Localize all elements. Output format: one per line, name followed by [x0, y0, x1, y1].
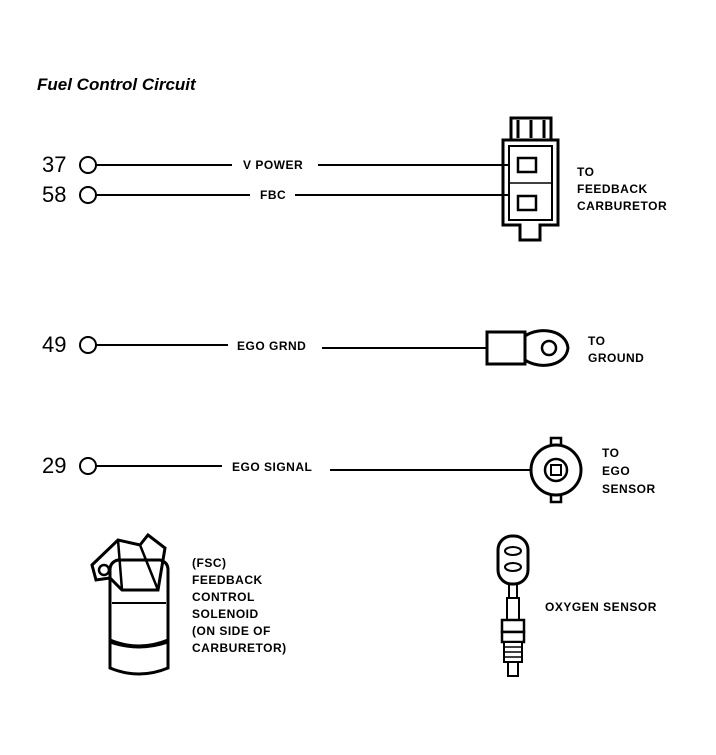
- target-ground-line-1: TO: [588, 334, 605, 348]
- target-feedback-line-3: CARBURETOR: [577, 199, 667, 213]
- pin-number-37: 37: [42, 152, 66, 177]
- solenoid-label-line-3: CONTROL: [192, 590, 255, 604]
- wire-label-fbc: FBC: [260, 188, 286, 202]
- pin-number-58: 58: [42, 182, 66, 207]
- feedback-control-solenoid-icon: [90, 532, 170, 676]
- target-feedback-line-2: FEEDBACK: [577, 182, 648, 196]
- target-ego-line-1: TO: [602, 446, 619, 460]
- solenoid-label-line-5: (ON SIDE OF: [192, 624, 271, 638]
- solenoid-label-line-6: CARBURETOR): [192, 641, 287, 655]
- oxygen-sensor-icon: [496, 534, 530, 677]
- target-ego-line-2: EGO: [602, 464, 630, 478]
- target-feedback-line-1: TO: [577, 165, 594, 179]
- circuit-49: 49 EGO GRND: [42, 332, 487, 357]
- terminal-29: [79, 457, 97, 475]
- target-ego-line-3: SENSOR: [602, 482, 656, 496]
- wire-label-ego-grnd: EGO GRND: [237, 339, 306, 353]
- pin-number-49: 49: [42, 332, 66, 357]
- diagram-title: Fuel Control Circuit: [37, 75, 197, 94]
- ground-lug-icon: [485, 329, 570, 367]
- ego-sensor-connector-icon: [529, 436, 583, 504]
- solenoid-label-line-2: FEEDBACK: [192, 573, 263, 587]
- oxygen-sensor-label: OXYGEN SENSOR: [545, 600, 657, 614]
- wire-label-v-power: V POWER: [243, 158, 303, 172]
- feedback-carburetor-connector-icon: [501, 116, 560, 242]
- pin-number-29: 29: [42, 453, 66, 478]
- solenoid-label-line-1: (FSC): [192, 556, 227, 570]
- circuit-37: 37 V POWER: [42, 152, 510, 177]
- solenoid-label-line-4: SOLENOID: [192, 607, 259, 621]
- terminal-49: [79, 336, 97, 354]
- terminal-58: [79, 186, 97, 204]
- target-ground-line-2: GROUND: [588, 351, 644, 365]
- terminal-37: [79, 156, 97, 174]
- circuit-58: 58 FBC: [42, 182, 510, 207]
- circuit-29: 29 EGO SIGNAL: [42, 453, 530, 478]
- wire-label-ego-signal: EGO SIGNAL: [232, 460, 312, 474]
